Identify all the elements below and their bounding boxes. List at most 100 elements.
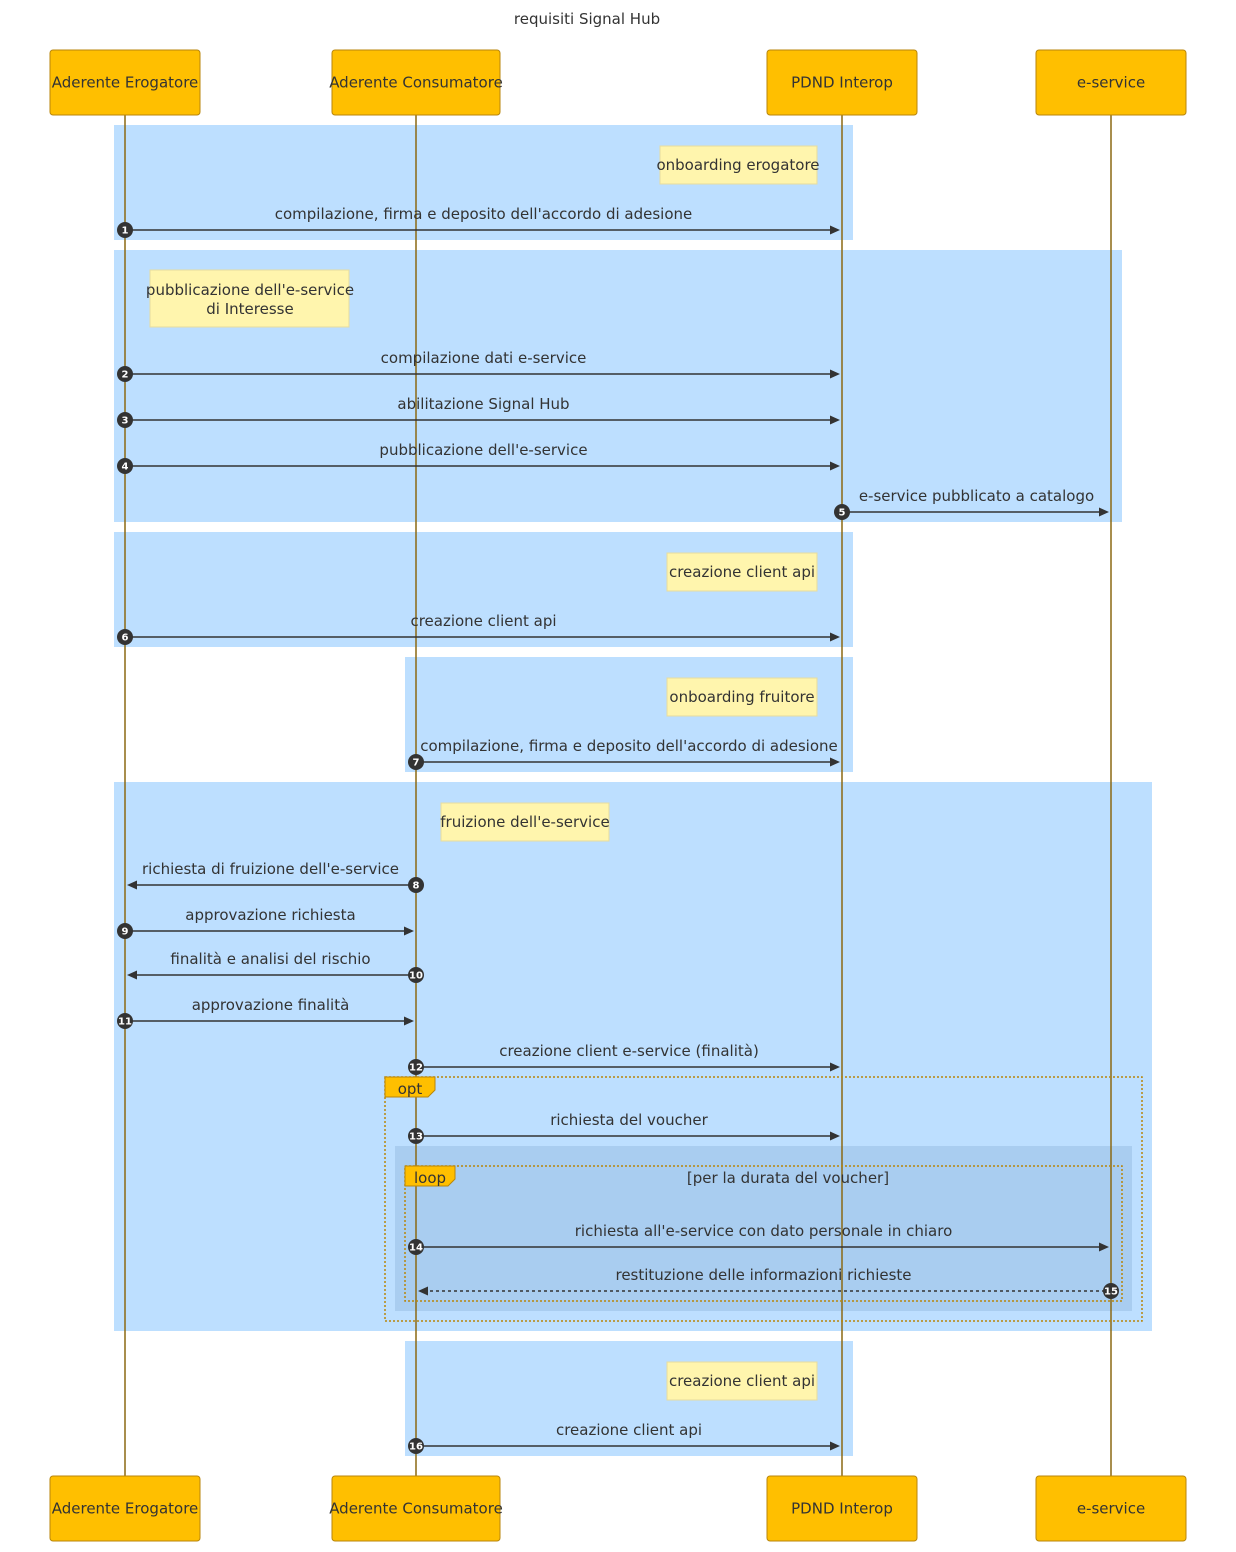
sequence-number: 15 xyxy=(1104,1287,1118,1298)
sequence-number-badge xyxy=(117,629,133,645)
actor-label: Aderente Consumatore xyxy=(329,74,503,92)
note-text: creazione client api xyxy=(669,1372,815,1390)
sequence-number: 4 xyxy=(122,462,129,473)
actor-label: PDND Interop xyxy=(791,1500,893,1518)
arrowhead-icon xyxy=(830,461,840,471)
message-label: approvazione finalità xyxy=(192,996,350,1014)
note: onboarding fruitore xyxy=(666,677,818,717)
actor-label: e-service xyxy=(1077,1500,1145,1518)
note-text: onboarding fruitore xyxy=(669,688,814,706)
note: creazione client api xyxy=(666,1361,818,1401)
arrowhead-icon xyxy=(830,1062,840,1072)
message-3: 3 abilitazione Signal Hub xyxy=(117,395,840,428)
arrowhead-icon xyxy=(404,1016,414,1026)
sequence-number: 12 xyxy=(409,1063,423,1074)
sequence-number-badge xyxy=(117,366,133,382)
arrowhead-icon xyxy=(404,926,414,936)
actor-label: PDND Interop xyxy=(791,74,893,92)
arrowhead-icon xyxy=(830,1441,840,1451)
note: fruizione dell'e-service xyxy=(440,802,610,842)
loop-fragment: loop [per la durata del voucher] xyxy=(404,1165,1123,1302)
sequence-number-badge xyxy=(117,458,133,474)
arrowhead-icon xyxy=(1099,507,1109,517)
actor-box xyxy=(331,1475,501,1542)
arrowhead-icon xyxy=(830,415,840,425)
arrowhead-icon xyxy=(418,1286,428,1296)
diagram-title: requisiti Signal Hub xyxy=(514,10,660,28)
actor-box xyxy=(331,49,501,116)
note-text: creazione client api xyxy=(669,563,815,581)
actor-e-service-top: e-service xyxy=(1035,49,1187,116)
message-label: creazione client api xyxy=(410,612,556,630)
message-label: compilazione, firma e deposito dell'acco… xyxy=(420,737,838,755)
message-label: richiesta di fruizione dell'e-service xyxy=(142,860,399,878)
message-label: pubblicazione dell'e-service xyxy=(379,441,587,459)
section-background-inner xyxy=(395,1146,1132,1311)
sequence-number-badge xyxy=(408,1059,424,1075)
message-5: 5 e-service pubblicato a catalogo xyxy=(834,487,1109,520)
arrowhead-icon xyxy=(830,632,840,642)
sequence-number-badge xyxy=(117,412,133,428)
loop-label: loop xyxy=(414,1169,446,1187)
actor-box xyxy=(766,1475,918,1542)
sequence-number: 7 xyxy=(413,758,420,769)
message-label: abilitazione Signal Hub xyxy=(397,395,569,413)
sequence-number-badge xyxy=(408,754,424,770)
arrowhead-icon xyxy=(127,970,137,980)
message-label: restituzione delle informazioni richiest… xyxy=(615,1266,911,1284)
note: pubblicazione dell'e-service di Interess… xyxy=(146,269,354,328)
sequence-number-badge xyxy=(117,923,133,939)
actor-aderente-consumatore-top: Aderente Consumatore xyxy=(329,49,503,116)
actor-box xyxy=(1035,49,1187,116)
sequence-number: 3 xyxy=(122,416,129,427)
sequence-number: 9 xyxy=(122,927,129,938)
arrowhead-icon xyxy=(830,225,840,235)
actor-box xyxy=(1035,1475,1187,1542)
actor-label: Aderente Erogatore xyxy=(52,74,199,92)
arrowhead-icon xyxy=(1099,1242,1109,1252)
message-4: 4 pubblicazione dell'e-service xyxy=(117,441,840,474)
message-label: creazione client api xyxy=(556,1421,702,1439)
sequence-number-badge xyxy=(408,877,424,893)
actor-label: Aderente Erogatore xyxy=(52,1500,199,1518)
sequence-number: 2 xyxy=(122,370,129,381)
sequence-number: 1 xyxy=(122,226,129,237)
sequence-number-badge xyxy=(117,1013,133,1029)
sequence-number: 6 xyxy=(122,633,129,644)
message-label: approvazione richiesta xyxy=(185,906,355,924)
note: creazione client api xyxy=(666,552,818,592)
opt-fragment: opt xyxy=(384,1076,1143,1322)
sequence-number-badge xyxy=(408,1438,424,1454)
actor-pdnd-interop-bottom: PDND Interop xyxy=(766,1475,918,1542)
actor-box xyxy=(49,49,201,116)
arrowhead-icon xyxy=(830,369,840,379)
actor-aderente-consumatore-bottom: Aderente Consumatore xyxy=(329,1475,503,1542)
note-text: di Interesse xyxy=(206,300,293,318)
sequence-number-badge xyxy=(408,1128,424,1144)
sequence-number: 14 xyxy=(409,1243,423,1254)
sequence-number: 13 xyxy=(409,1132,423,1143)
message-9: 9 approvazione richiesta xyxy=(117,906,414,939)
sequence-number: 5 xyxy=(839,508,846,519)
actor-label: e-service xyxy=(1077,74,1145,92)
actor-aderente-erogatore-top: Aderente Erogatore xyxy=(49,49,201,116)
arrowhead-icon xyxy=(127,880,137,890)
actor-aderente-erogatore-bottom: Aderente Erogatore xyxy=(49,1475,201,1542)
message-label: e-service pubblicato a catalogo xyxy=(859,487,1094,505)
arrowhead-icon xyxy=(830,1131,840,1141)
message-label: finalità e analisi del rischio xyxy=(170,950,370,968)
sequence-number-badge xyxy=(834,504,850,520)
loop-condition: [per la durata del voucher] xyxy=(687,1169,889,1187)
sequence-number: 10 xyxy=(409,971,423,982)
sequence-number-badge xyxy=(408,967,424,983)
note-text: fruizione dell'e-service xyxy=(440,813,609,831)
note-text: onboarding erogatore xyxy=(656,156,819,174)
